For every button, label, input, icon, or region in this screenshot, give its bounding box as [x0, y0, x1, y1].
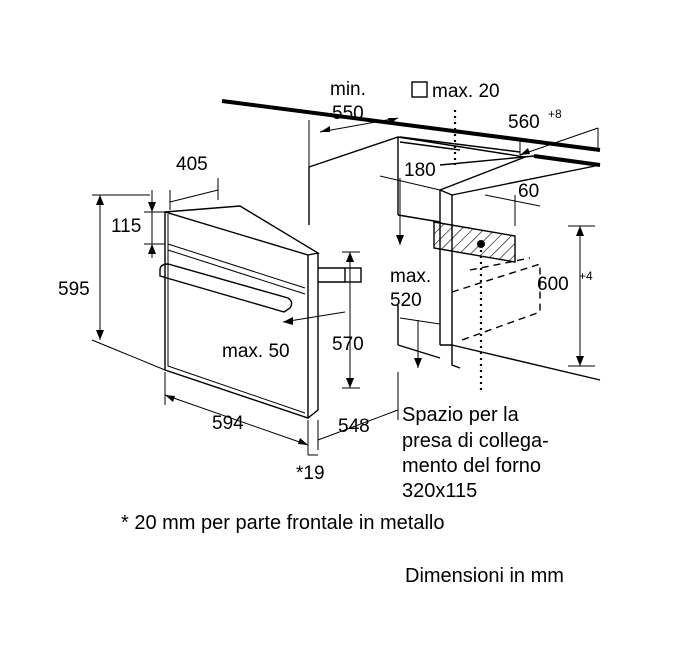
label-560: 560 [508, 112, 540, 133]
top-strip [399, 136, 521, 153]
footnote: * 20 mm per parte frontale in metallo [121, 512, 445, 534]
label-405: 405 [176, 154, 208, 175]
cabinet-niche [308, 136, 601, 381]
square-symbol-icon [411, 81, 428, 98]
socket-note-line-1: Spazio per la [402, 404, 520, 426]
label-max-20: max. 20 [432, 81, 500, 102]
label-570: 570 [332, 334, 364, 355]
leader-lines [453, 110, 483, 392]
label-594: 594 [212, 413, 244, 434]
label-star-19: *19 [296, 463, 325, 484]
socket-area [433, 221, 516, 263]
units-note: Dimensioni in mm [405, 565, 564, 587]
socket-note-line-4: 320x115 [402, 480, 477, 502]
label-560-sup: +8 [548, 107, 562, 121]
label-600: 600 [537, 274, 569, 295]
worktop [221, 99, 601, 167]
label-600-sup: +4 [579, 269, 593, 283]
socket-note-line-2: presa di collega- [402, 430, 549, 452]
label-60: 60 [518, 181, 539, 202]
label-595: 595 [58, 279, 90, 300]
dimension-lines [91, 117, 599, 456]
label-548: 548 [338, 416, 370, 437]
socket-note: Spazio per la presa di collega- mento de… [402, 404, 549, 502]
label-max-50: max. 50 [222, 341, 290, 362]
oven [159, 205, 362, 419]
label-min: min. [330, 79, 366, 100]
dimension-labels: min. 550 max. 20 560 +8 405 180 60 115 5… [58, 79, 593, 484]
label-max: max. [390, 266, 431, 287]
socket-note-line-3: mento del forno [402, 455, 541, 477]
niche-back-dashed [451, 257, 541, 341]
label-115: 115 [111, 216, 141, 237]
label-550: 550 [332, 103, 364, 124]
label-180: 180 [404, 160, 436, 181]
label-520: 520 [390, 290, 422, 311]
